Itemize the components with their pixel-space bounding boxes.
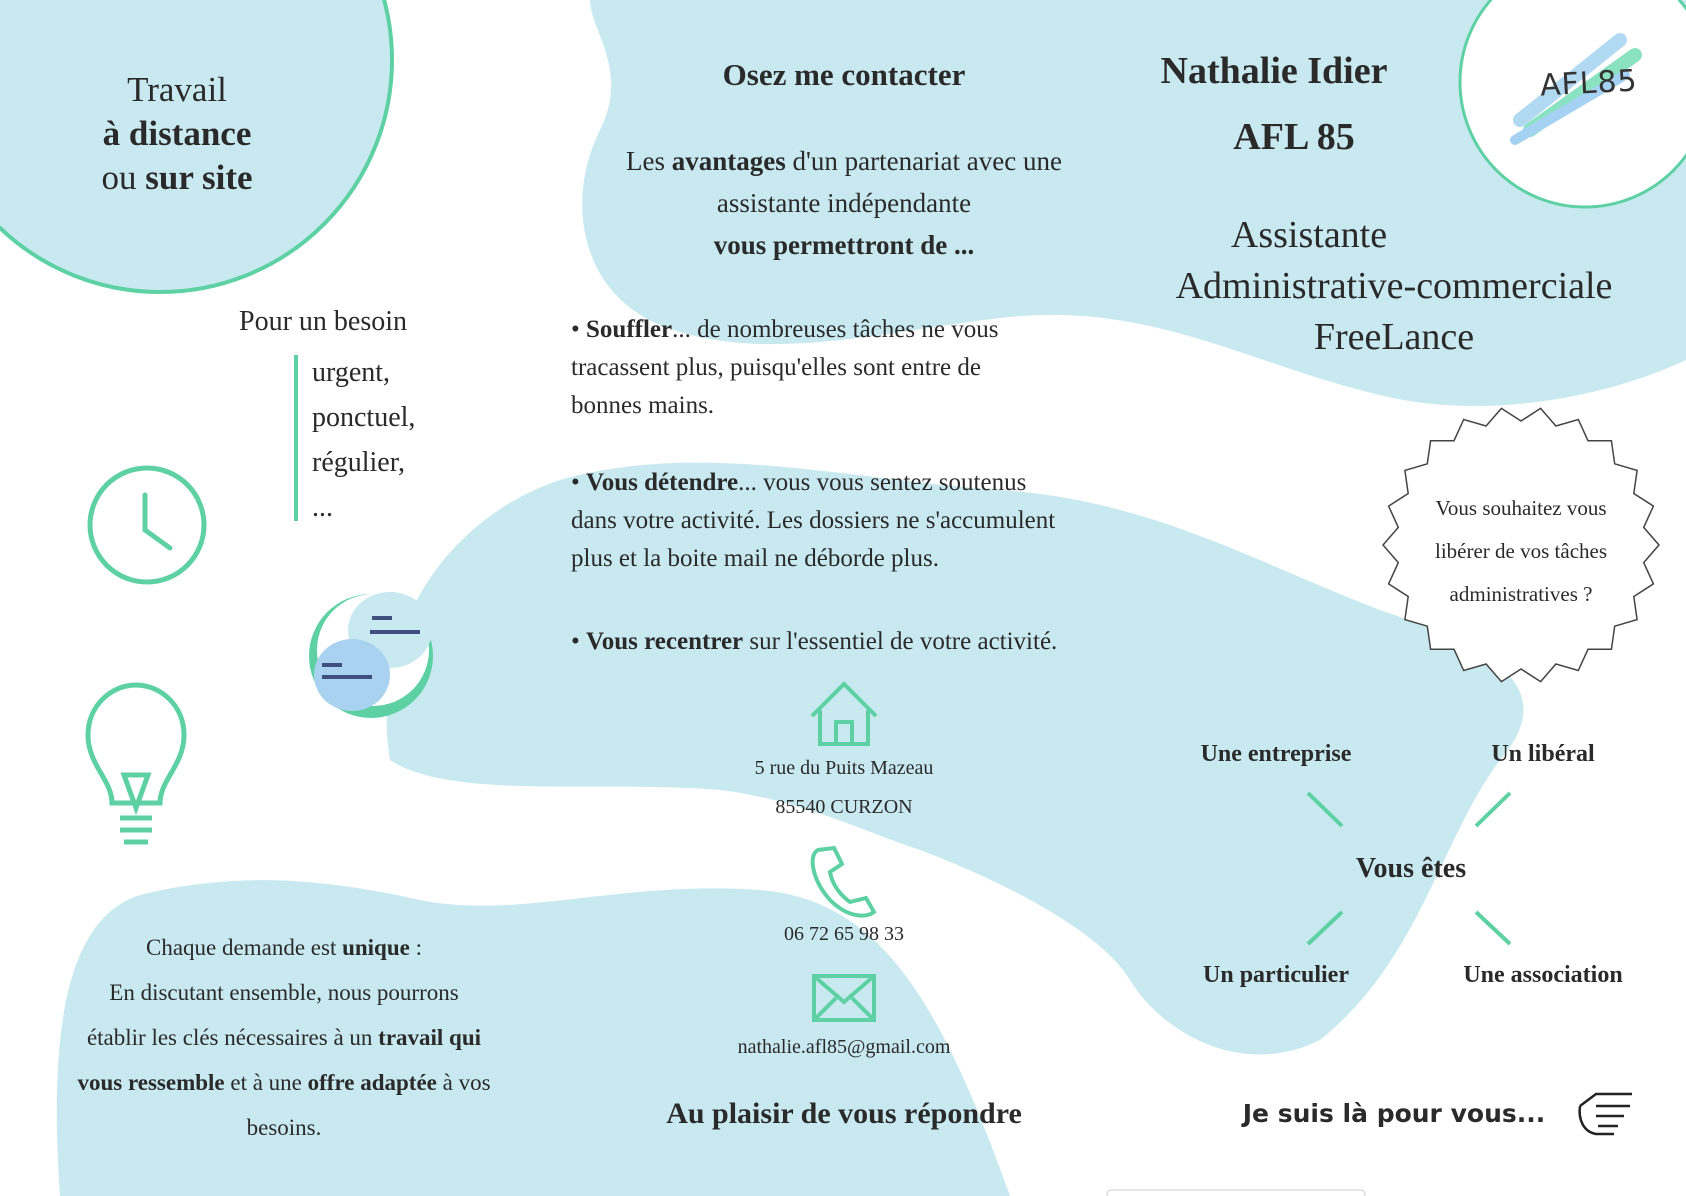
benefit-3: • Vous recentrer sur l'essentiel de votr… (571, 628, 1058, 655)
need-item: urgent, (312, 357, 391, 388)
clock-icon (87, 465, 207, 585)
closing-text: Au plaisir de vous répondre (666, 1097, 1022, 1130)
work-line-3: ou sur site (101, 158, 253, 197)
pointing-hand-icon (1578, 1092, 1632, 1136)
work-circle (0, 0, 394, 294)
target-connectors (1306, 791, 1512, 946)
chat-icon (309, 592, 433, 718)
need-list: urgent, ponctuel, régulier, ... (312, 350, 415, 530)
house-icon (810, 681, 878, 746)
benefit-2: • Vous détendre... vous vous sentez sout… (571, 469, 1056, 572)
benefit-1: • Souffler... de nombreuses tâches ne vo… (571, 316, 999, 419)
need-item: ... (312, 492, 333, 523)
need-title: Pour un besoin (239, 306, 407, 337)
job-title: Assistante Administrative-commerciale Fr… (1175, 214, 1613, 358)
address-line-2: 85540 CURZON (775, 796, 913, 818)
intro-text: Les avantages d'un partenariat avec une … (626, 146, 1062, 260)
target-individual: Un particulier (1203, 962, 1349, 988)
phone-icon (810, 845, 877, 918)
target-association: Une association (1463, 962, 1623, 988)
address-line-1: 5 rue du Puits Mazeau (754, 757, 934, 779)
phone-number[interactable]: 06 72 65 98 33 (784, 923, 904, 945)
badge-text: Vous souhaitez vous libérer de vos tâche… (1434, 496, 1608, 606)
logo-brush (1510, 33, 1642, 145)
bottom-box (1106, 1189, 1366, 1196)
work-line-1: Travail (127, 70, 227, 109)
target-liberal: Un libéral (1491, 741, 1595, 767)
work-mode-heading: Travail à distance ou sur site (101, 68, 252, 200)
need-item: régulier, (312, 447, 405, 478)
unique-request-text: Chaque demande est unique : En discutant… (77, 935, 491, 1140)
cta-text: Je suis là pour vous... (1242, 1099, 1546, 1128)
need-item: ponctuel, (312, 402, 416, 433)
bottom-left-blob (56, 880, 1011, 1196)
target-company: Une entreprise (1200, 741, 1352, 767)
top-blob (582, 0, 1686, 406)
work-line-2: à distance (102, 114, 252, 153)
person-name: Nathalie Idier (1160, 50, 1388, 92)
you-are-label: Vous êtes (1355, 853, 1467, 884)
company-name: AFL 85 (1233, 116, 1355, 158)
middle-blob (386, 462, 1524, 1055)
contact-title: Osez me contacter (722, 57, 966, 92)
badge-starburst (1382, 407, 1660, 683)
logo-text: AFL85 (1539, 63, 1639, 104)
lightbulb-icon (85, 682, 187, 845)
mail-icon (812, 974, 876, 1022)
email-link[interactable]: nathalie.afl85@gmail.com (737, 1036, 951, 1058)
